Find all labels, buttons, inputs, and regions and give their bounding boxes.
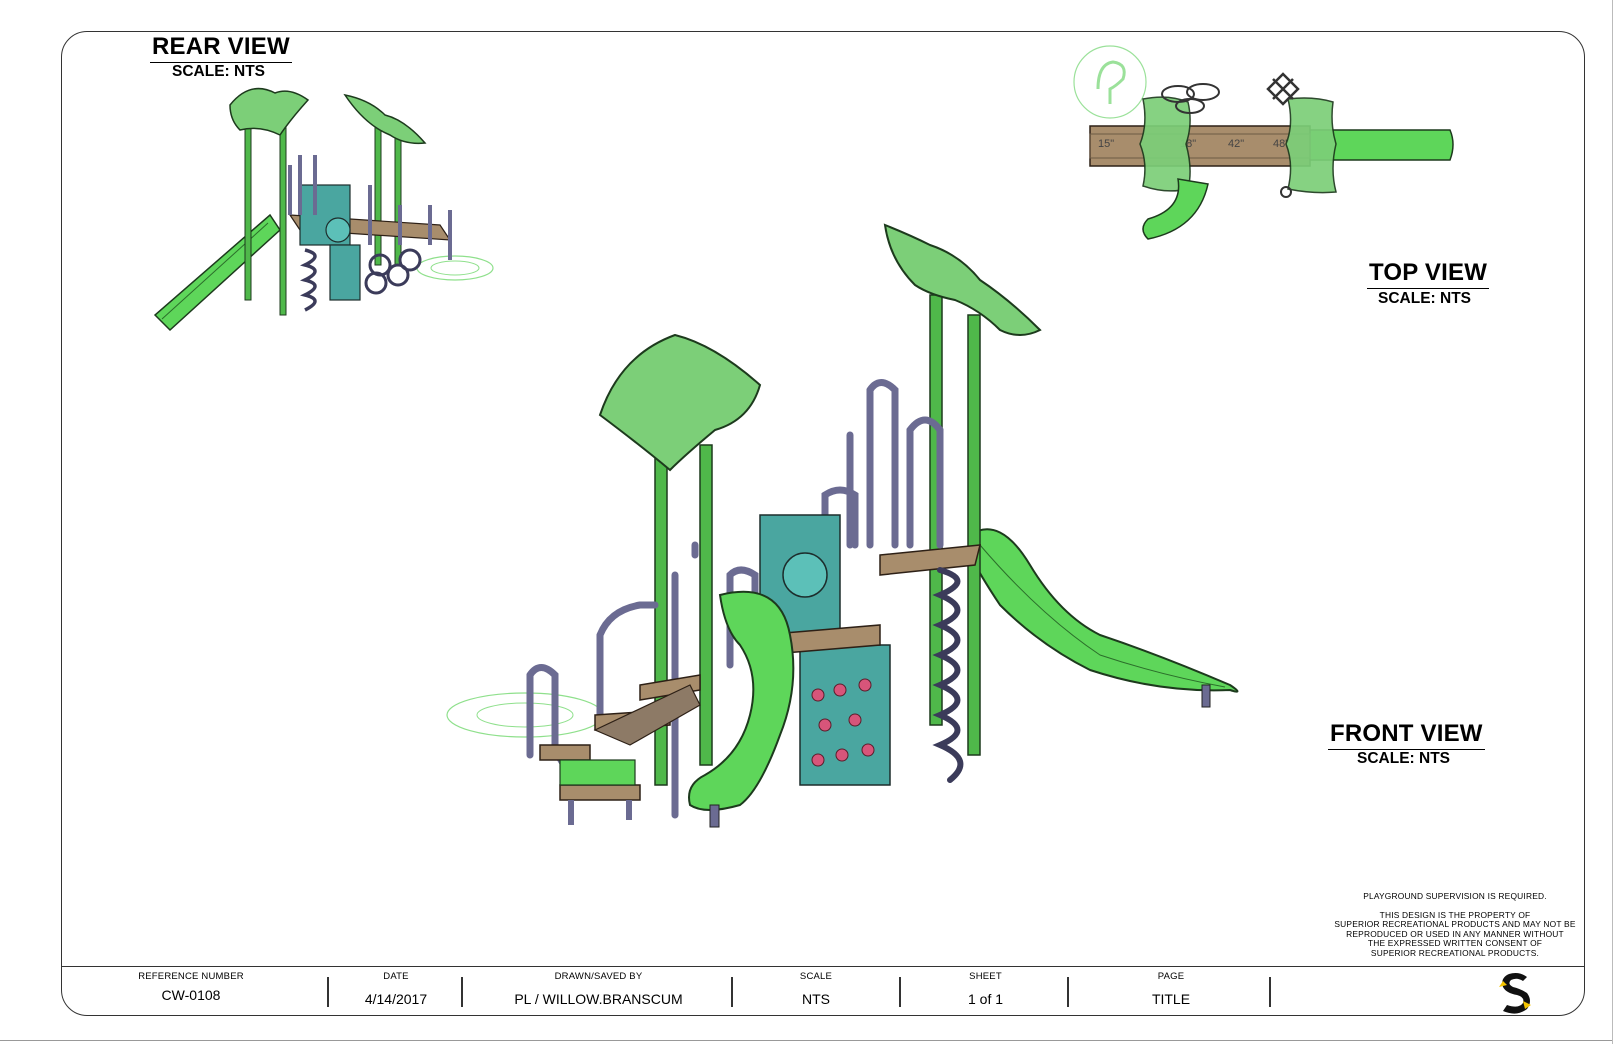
deck-height-1: 15" — [1098, 138, 1114, 150]
date-value: 4/14/2017 — [364, 991, 428, 1007]
title-block: REFERENCE NUMBER CW-0108 DATE 4/14/2017 … — [61, 966, 1585, 1017]
drawing-notes: PLAYGROUND SUPERVISION IS REQUIRED. THIS… — [1325, 891, 1585, 959]
reference-value: CW-0108 — [161, 987, 221, 1003]
sheet-value: 1 of 1 — [967, 991, 1004, 1007]
supervision-note: PLAYGROUND SUPERVISION IS REQUIRED. — [1363, 891, 1547, 901]
drawn-label: DRAWN/SAVED BY — [554, 971, 643, 982]
property-note-line-5: SUPERIOR RECREATIONAL PRODUCTS. — [1370, 947, 1540, 958]
top-view-drawing: 15" 18" 42" 48" — [1073, 45, 1454, 240]
rear-view-drawing — [153, 87, 494, 332]
reference-label: REFERENCE NUMBER — [138, 971, 244, 982]
drawn-value: PL / WILLOW.BRANSCUM — [514, 991, 683, 1007]
top-view-title: TOP VIEW — [1367, 259, 1490, 289]
title-block-divider — [461, 977, 463, 1007]
scale-cell: SCALE NTS — [736, 967, 896, 1017]
title-block-divider — [899, 977, 901, 1007]
sheet-label: SHEET — [969, 971, 1002, 982]
drawing-sheet-border — [61, 31, 1585, 1016]
title-block-divider — [327, 977, 329, 1007]
date-label: DATE — [383, 971, 409, 982]
front-view-scale: SCALE: NTS — [1357, 750, 1450, 767]
title-block-divider — [1269, 977, 1271, 1007]
property-note-line-2: SUPERIOR RECREATIONAL PRODUCTS AND MAY N… — [1334, 919, 1576, 930]
top-view-scale: SCALE: NTS — [1378, 290, 1471, 307]
property-note-line-4: THE EXPRESSED WRITTEN CONSENT OF — [1367, 938, 1543, 949]
scale-label: SCALE — [799, 971, 833, 982]
page-value: TITLE — [1151, 991, 1191, 1007]
deck-height-4: 48" — [1273, 138, 1289, 150]
front-view-title: FRONT VIEW — [1328, 720, 1485, 750]
front-view-drawing — [446, 223, 1239, 828]
date-cell: DATE 4/14/2017 — [331, 967, 461, 1017]
page-edge-bottom — [0, 1040, 1613, 1041]
page-label: PAGE — [1157, 971, 1185, 982]
rear-view-title: REAR VIEW — [150, 33, 292, 63]
drawn-cell: DRAWN/SAVED BY PL / WILLOW.BRANSCUM — [466, 967, 731, 1017]
rear-view-scale: SCALE: NTS — [172, 63, 265, 80]
superior-s-logo-icon — [1499, 973, 1531, 1014]
title-block-divider — [1067, 977, 1069, 1007]
page-cell: PAGE TITLE — [1071, 967, 1271, 1017]
reference-cell: REFERENCE NUMBER CW-0108 — [121, 967, 261, 1017]
deck-height-labels: 15" 18" 42" 48" — [1098, 138, 1289, 150]
property-note-line-3: REPRODUCED OR USED IN ANY MANNER WITHOUT — [1346, 928, 1564, 939]
sheet-cell: SHEET 1 of 1 — [903, 967, 1068, 1017]
scale-value: NTS — [802, 991, 830, 1007]
property-note-line-1: THIS DESIGN IS THE PROPERTY OF — [1379, 909, 1531, 920]
title-block-divider — [731, 977, 733, 1007]
deck-height-3: 42" — [1228, 138, 1244, 150]
